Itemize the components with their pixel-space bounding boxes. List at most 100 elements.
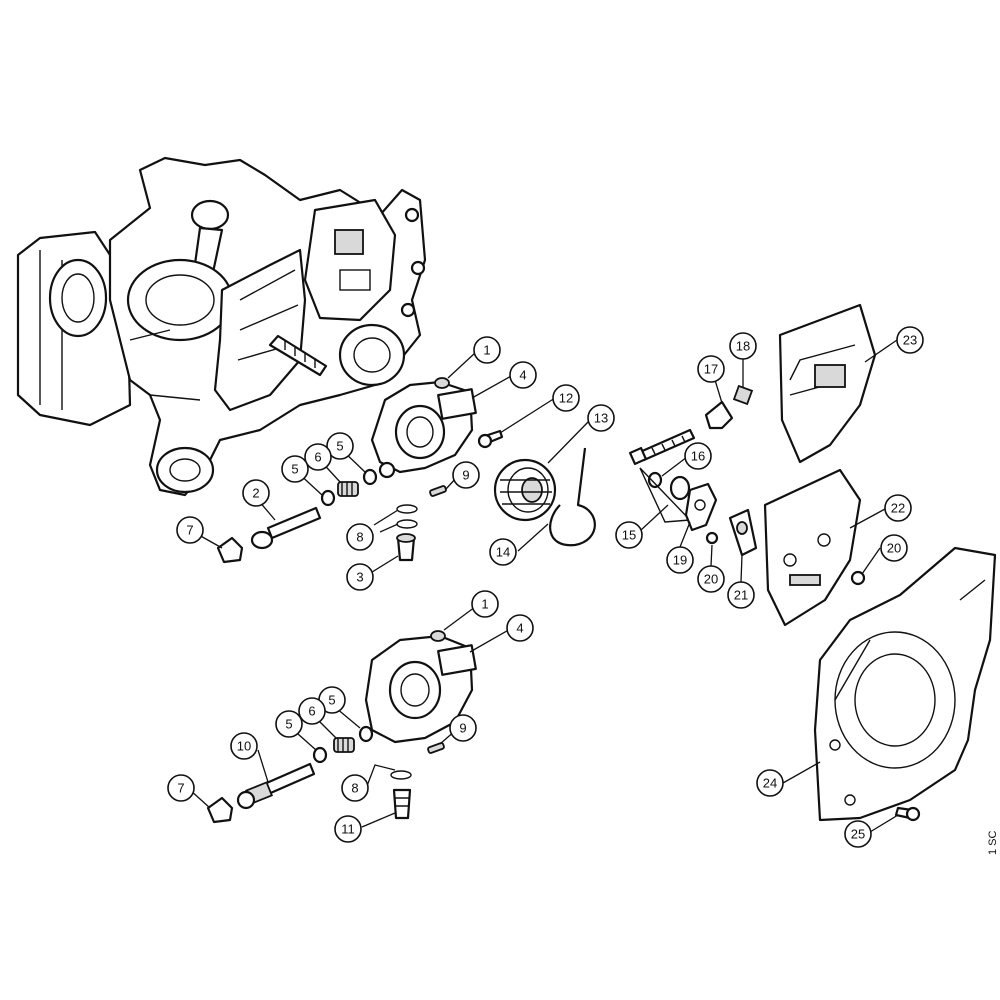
callout-9b: 9 (449, 714, 477, 742)
svg-text:8: 8 (351, 781, 358, 796)
svg-text:9: 9 (462, 468, 469, 483)
callout-17: 17 (697, 355, 725, 383)
callout-4a: 4 (509, 361, 537, 389)
nut-18 (732, 384, 754, 406)
cap-7a (216, 536, 244, 564)
orings-8a (396, 504, 418, 529)
callout-18: 18 (729, 332, 757, 360)
svg-text:11: 11 (341, 822, 355, 837)
nut-1a (434, 377, 450, 389)
svg-text:5: 5 (328, 693, 335, 708)
svg-text:6: 6 (314, 450, 321, 465)
callout-1a: 1 (473, 336, 501, 364)
bracket-15 (639, 467, 692, 523)
screw-12 (477, 429, 504, 449)
washer-5c (358, 725, 374, 743)
callout-24: 24 (756, 769, 784, 797)
callout-16: 16 (684, 442, 712, 470)
slide-17 (704, 400, 734, 430)
screw-20a (705, 531, 719, 545)
callout-20b: 20 (880, 534, 908, 562)
svg-text:10: 10 (237, 739, 251, 754)
svg-text:12: 12 (559, 391, 573, 406)
screw-25 (894, 806, 921, 822)
svg-text:17: 17 (704, 362, 718, 377)
svg-text:23: 23 (903, 333, 917, 348)
svg-text:2: 2 (252, 486, 259, 501)
svg-text:5: 5 (285, 717, 292, 732)
callout-25: 25 (844, 820, 872, 848)
svg-text:14: 14 (496, 545, 510, 560)
svg-text:18: 18 (736, 339, 750, 354)
callout-19: 19 (666, 546, 694, 574)
svg-text:5: 5 (336, 439, 343, 454)
washer-5b (320, 489, 336, 507)
plunger-2 (250, 506, 322, 550)
callout-14: 14 (489, 538, 517, 566)
callout-5d: 5 (275, 710, 303, 738)
svg-text:20: 20 (887, 541, 901, 556)
svg-text:1: 1 (481, 597, 488, 612)
svg-text:16: 16 (691, 449, 705, 464)
callout-23: 23 (896, 326, 924, 354)
callout-21: 21 (727, 581, 755, 609)
spring-6a (337, 481, 359, 497)
svg-text:5: 5 (291, 462, 298, 477)
callout-2: 2 (242, 479, 270, 507)
svg-text:8: 8 (356, 530, 363, 545)
gear-19 (669, 475, 691, 501)
svg-text:15: 15 (622, 528, 636, 543)
svg-text:13: 13 (594, 411, 608, 426)
callout-9a: 9 (452, 461, 480, 489)
svg-text:20: 20 (704, 572, 718, 587)
callout-8b: 8 (341, 774, 369, 802)
worm-gear-13 (493, 458, 557, 522)
svg-text:4: 4 (516, 621, 523, 636)
callout-20a: 20 (697, 565, 725, 593)
cap-7b (206, 796, 234, 824)
svg-text:3: 3 (356, 570, 363, 585)
plate-23 (778, 303, 877, 464)
oring-8b (390, 770, 412, 780)
nut-1b (430, 630, 446, 642)
callout-22: 22 (884, 494, 912, 522)
callout-13: 13 (587, 404, 615, 432)
washer-16 (647, 471, 663, 489)
plate-21 (728, 508, 758, 557)
spring-14 (549, 447, 596, 547)
tensioner-bolt (628, 428, 696, 466)
fitting-11 (392, 788, 412, 820)
svg-text:22: 22 (891, 501, 905, 516)
callout-5b: 5 (281, 455, 309, 483)
washer-5d (312, 746, 328, 764)
plate-19 (684, 482, 718, 532)
svg-text:7: 7 (186, 523, 193, 538)
plate-22 (763, 468, 862, 627)
svg-text:25: 25 (851, 827, 865, 842)
svg-text:21: 21 (734, 588, 748, 603)
washer-5a (362, 468, 378, 486)
callout-10: 10 (230, 732, 258, 760)
callout-15: 15 (615, 521, 643, 549)
svg-text:6: 6 (308, 704, 315, 719)
svg-text:9: 9 (459, 721, 466, 736)
spring-6b (333, 737, 355, 753)
plunger-10 (236, 762, 316, 810)
diagram-code: 1 SC (987, 830, 999, 855)
callout-12: 12 (552, 384, 580, 412)
svg-text:4: 4 (519, 368, 526, 383)
svg-text:24: 24 (763, 776, 777, 791)
fitting-3 (396, 533, 416, 562)
pin-9a (429, 485, 447, 497)
callout-1b: 1 (471, 590, 499, 618)
sprocket-cover-24 (813, 546, 997, 822)
callout-6b: 6 (298, 697, 326, 725)
crankcase-assembly (16, 156, 427, 497)
pin-9b (427, 742, 445, 754)
callout-5a: 5 (326, 432, 354, 460)
callout-7b: 7 (167, 774, 195, 802)
svg-text:1: 1 (483, 343, 490, 358)
callout-8a: 8 (346, 523, 374, 551)
screw-20b (850, 570, 866, 586)
